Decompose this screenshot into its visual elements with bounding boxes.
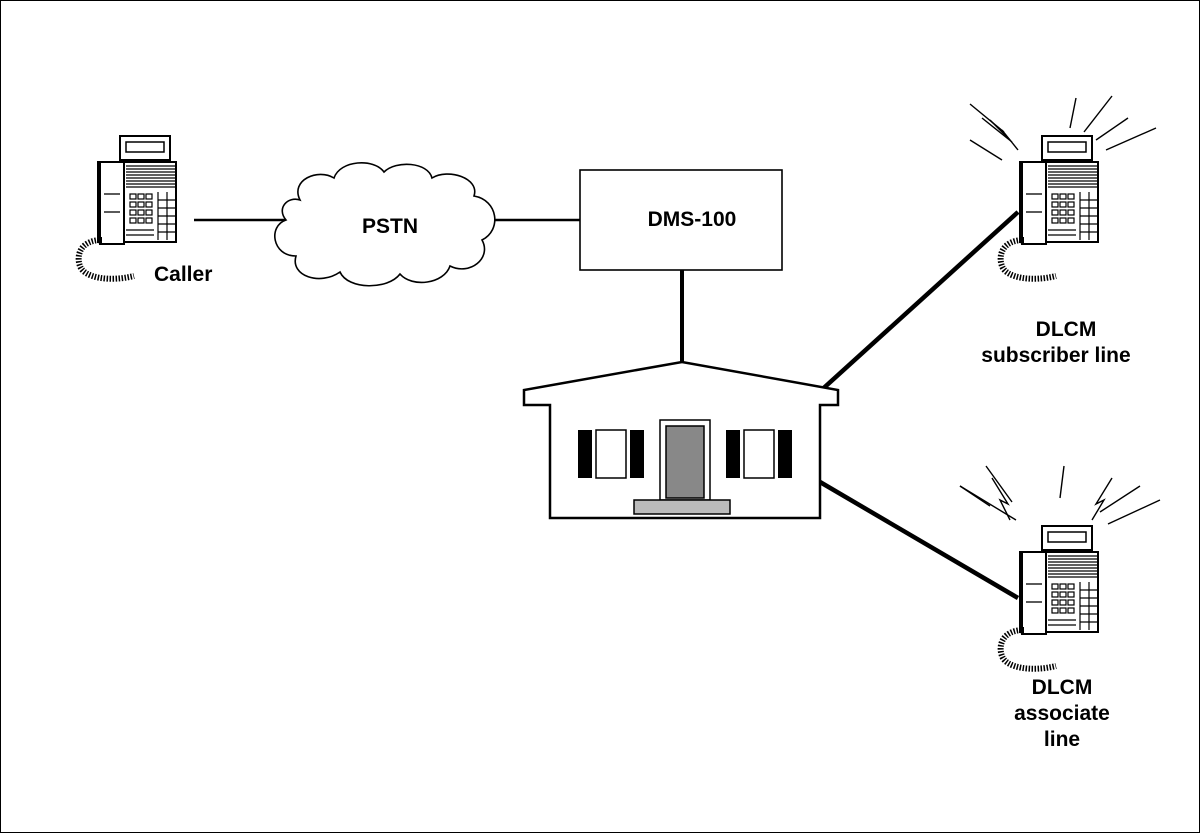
link-house-subscriber bbox=[793, 210, 1020, 416]
subscriber-telephone-icon bbox=[1001, 136, 1098, 279]
pstn-cloud-icon bbox=[274, 162, 496, 287]
associate-label-line2: associate bbox=[1014, 702, 1110, 725]
house-icon bbox=[522, 360, 840, 520]
pstn-label: PSTN bbox=[362, 215, 418, 238]
switch-box bbox=[579, 169, 783, 271]
connection-lines bbox=[194, 210, 1020, 600]
subscriber-label-line1: DLCM bbox=[1036, 318, 1097, 341]
caller-label: Caller bbox=[154, 263, 212, 286]
switch-label: DMS-100 bbox=[648, 208, 737, 231]
associate-ringing-icon bbox=[959, 465, 1161, 525]
ringing-icon bbox=[969, 119, 1011, 161]
associate-label-line3: line bbox=[1044, 728, 1080, 751]
link-house-associate bbox=[818, 480, 1020, 600]
associate-label-line1: DLCM bbox=[1032, 676, 1093, 699]
caller-telephone-icon bbox=[79, 136, 176, 279]
subscriber-label-line2: subscriber line bbox=[981, 344, 1130, 367]
